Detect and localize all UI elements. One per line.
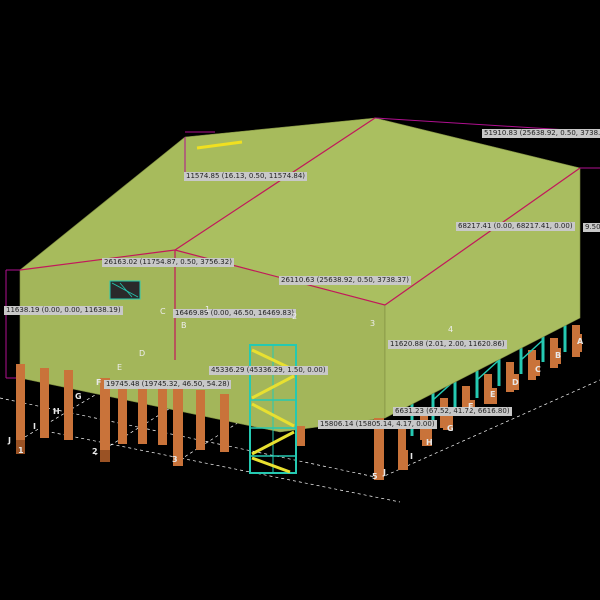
dim-roof-top: 11574.85 (16.13, 0.50, 11574.84) <box>184 172 308 181</box>
dim-front-mid: 16469.89 (0.00, 46.50, 16469.83) <box>173 309 297 318</box>
grid-label-right-j: J <box>383 468 386 477</box>
dim-stair-frame: 45336.29 (45336.29, 1.50, 0.00) <box>209 366 328 375</box>
grid-label-right-g: G <box>447 424 454 433</box>
wall-label-3: 3 <box>370 319 376 328</box>
grid-label-right-h: H <box>426 438 433 447</box>
roof-marker <box>196 140 243 150</box>
grid-label-1: 1 <box>18 446 24 455</box>
dim-side-wall-length: 68217.41 (0.00, 68217.41, 0.00) <box>456 222 575 231</box>
dim-left-height: 11638.19 (0.00, 0.00, 11638.19) <box>4 306 123 315</box>
wall-label-1: 1 <box>205 305 211 314</box>
wall-label-d: D <box>139 349 146 358</box>
grid-label-right-c: C <box>535 365 541 374</box>
dim-base-front: 15806.14 (15805.14, 4.17, 0.00) <box>318 420 437 429</box>
grid-label-i: I <box>33 422 36 431</box>
grid-label-right-a: A <box>577 337 584 346</box>
grid-label-g: G <box>75 392 82 401</box>
grid-label-2: 2 <box>92 447 98 456</box>
columns-front <box>16 364 384 480</box>
grid-label-right-i: I <box>410 452 413 461</box>
grid-label-right-b: B <box>555 351 562 360</box>
dim-eave-front-right: 26110.63 (25638.92, 0.50, 3738.37) <box>279 276 411 285</box>
wall-label-2: 2 <box>292 312 298 321</box>
grid-label-3: 3 <box>172 455 178 464</box>
dim-eave-right-top: 51910.83 (25638.92, 0.50, 3738.37) <box>482 129 600 138</box>
dim-ridge-front: 26163.02 (11754.87, 0.50, 3756.32) <box>102 258 234 267</box>
dim-side-height: 11620.88 (2.01, 2.00, 11620.86) <box>388 340 507 349</box>
dim-front-lower: 19745.48 (19745.32, 46.50, 54.28) <box>104 380 232 389</box>
wall-label-b: B <box>181 321 187 330</box>
front-window <box>109 280 141 300</box>
wall-label-4: 4 <box>448 325 454 334</box>
wall-label-e: E <box>117 363 123 372</box>
grid-label-right-5: 5 <box>372 472 378 481</box>
grid-label-j: J <box>8 436 11 445</box>
stair-tower <box>249 344 297 474</box>
dim-base-right: 6631.23 (67.52, 41.72, 6616.80) <box>393 407 512 416</box>
wall-label-c: C <box>160 307 166 316</box>
grid-label-right-e: E <box>490 390 496 399</box>
grid-label-right-d: D <box>512 378 519 387</box>
grid-label-right-f: F <box>468 402 474 411</box>
dim-right-edge: 9.50 <box>583 223 600 232</box>
grid-label-h: H <box>53 407 60 416</box>
grid-label-f: F <box>96 378 102 387</box>
